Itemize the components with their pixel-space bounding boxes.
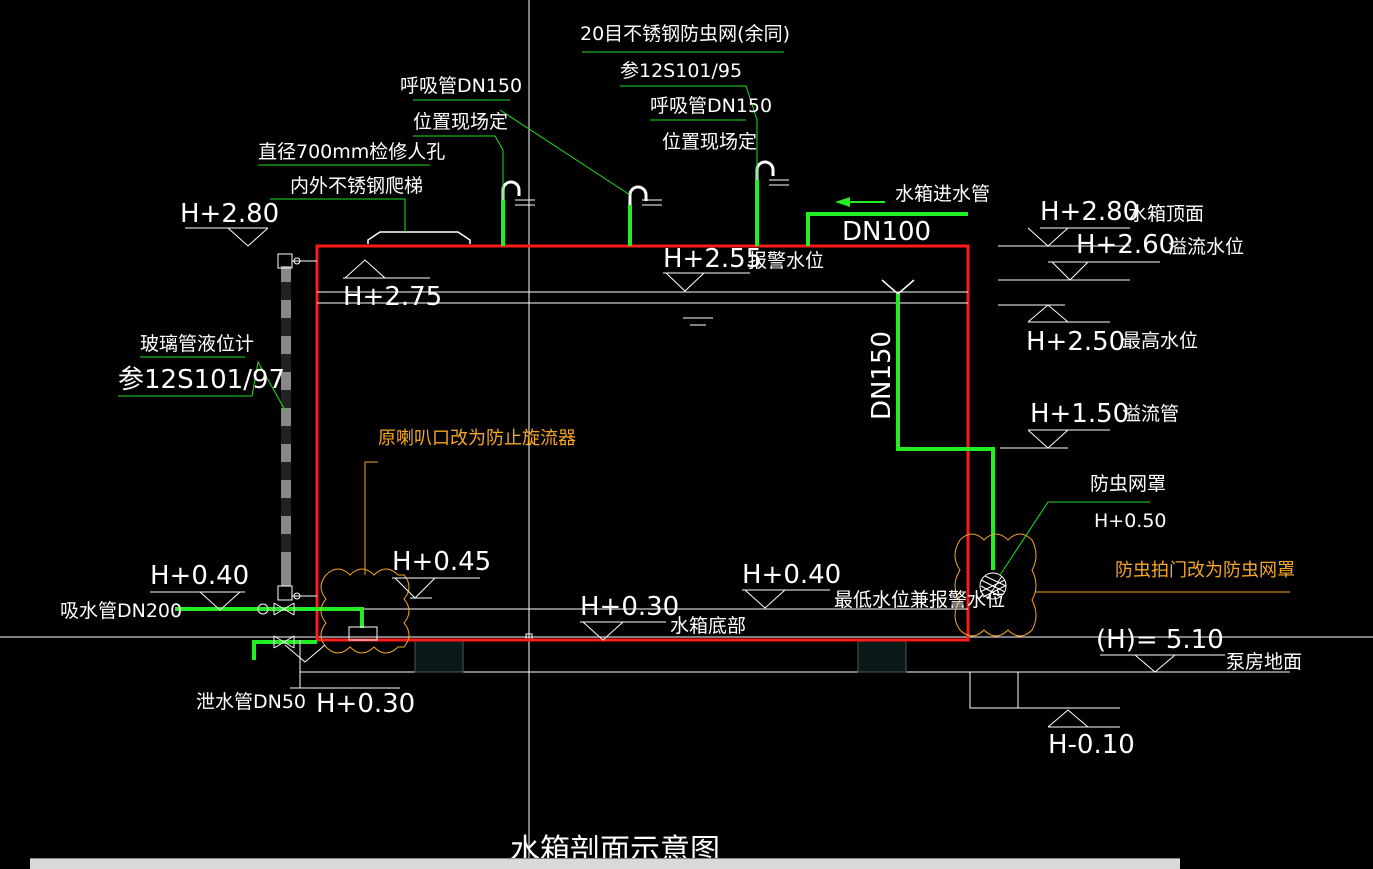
vent-pipe (501, 180, 535, 246)
level-tank-top-label: 水箱顶面 (1128, 203, 1204, 225)
vortex-preventer (348, 626, 378, 641)
level-overflow-label: 溢流水位 (1168, 236, 1244, 258)
manhole-cover (367, 231, 471, 244)
drain-pipe (252, 640, 317, 660)
floor-label: 泵房地面 (1226, 651, 1302, 673)
overflow-dn: DN150 (867, 331, 897, 420)
vent2-label-line2: 位置现场定 (662, 131, 757, 153)
gauge-label-line1: 玻璃管液位计 (140, 333, 254, 355)
level-tank-top: H+2.80 (1040, 197, 1139, 227)
level-top-left: H+2.80 (180, 199, 279, 229)
vent-pipe (755, 160, 789, 246)
level-base: H-0.10 (1048, 730, 1135, 760)
inlet-dn: DN100 (842, 217, 931, 247)
support-pad (857, 639, 907, 673)
suction-pipe (175, 607, 364, 628)
level-vortex: H+0.45 (392, 547, 491, 577)
vent1-label-line2: 位置现场定 (413, 111, 508, 133)
screen-level: H+0.50 (1094, 510, 1167, 532)
inlet-pipe (806, 212, 968, 246)
inlet-arrow (835, 197, 885, 207)
vortex-zone-outline (320, 568, 410, 654)
overflow-pipe (896, 294, 995, 570)
level-alarm: H+2.55 (663, 244, 762, 274)
water-level-lines (317, 291, 968, 610)
screen-label: 防虫网罩 (1090, 473, 1166, 495)
gauge-label-line2: 参12S101/97 (118, 365, 285, 395)
level-alarm-label: 报警水位 (748, 250, 824, 272)
level-bottom-label: 水箱底部 (670, 615, 746, 637)
manhole-label-line1: 直径700mm检修人孔 (258, 141, 445, 163)
screen-note: 防虫拍门改为防虫网罩 (1115, 560, 1295, 581)
floor-level: (H)= 5.10 (1096, 625, 1224, 655)
status-bar (30, 858, 1180, 869)
leader-lines (118, 51, 1150, 576)
vent2-label-line1: 呼吸管DN150 (650, 95, 772, 117)
level-bottom: H+0.30 (580, 592, 679, 622)
level-overflow: H+2.60 (1076, 230, 1175, 260)
level-tank-top-inner: H+2.75 (343, 282, 442, 312)
suction-valve (257, 602, 295, 616)
drain-pipe-label: 泄水管DN50 (196, 691, 306, 713)
texts: 20目不锈钢防虫网(余同) 参12S101/95 呼吸管DN150 位置现场定 … (60, 23, 1302, 868)
level-max: H+2.50 (1026, 327, 1125, 357)
screen-zone-outline (954, 533, 1037, 637)
level-overflow-pipe-label: 溢流管 (1122, 403, 1179, 425)
level-min-label: 最低水位兼报警水位 (834, 589, 1005, 611)
manhole-label-line2: 内外不锈钢爬梯 (290, 175, 423, 197)
level-overflow-pipe: H+1.50 (1030, 399, 1129, 429)
vent-pipe (628, 185, 662, 246)
insect-screen-symbol (979, 572, 1007, 600)
suction-pipe-label: 吸水管DN200 (60, 600, 182, 622)
level-gauge (277, 253, 317, 601)
floor-lines (300, 671, 1290, 709)
level-markers (150, 227, 1225, 728)
level-suction: H+0.40 (150, 561, 249, 591)
inlet-label: 水箱进水管 (895, 183, 990, 205)
vent1-label-line1: 呼吸管DN150 (400, 75, 522, 97)
vortex-note: 原喇叭口改为防止旋流器 (378, 428, 576, 449)
level-min: H+0.40 (742, 560, 841, 590)
note-leaders (364, 461, 1290, 593)
mesh-label-line1: 20目不锈钢防虫网(余同) (580, 23, 790, 45)
tank-outline (315, 244, 970, 642)
drain-valve (273, 635, 295, 649)
level-drain: H+0.30 (316, 689, 415, 719)
level-max-label: 最高水位 (1122, 330, 1198, 352)
support-pad (414, 639, 464, 673)
mesh-label-line2: 参12S101/95 (620, 60, 742, 82)
